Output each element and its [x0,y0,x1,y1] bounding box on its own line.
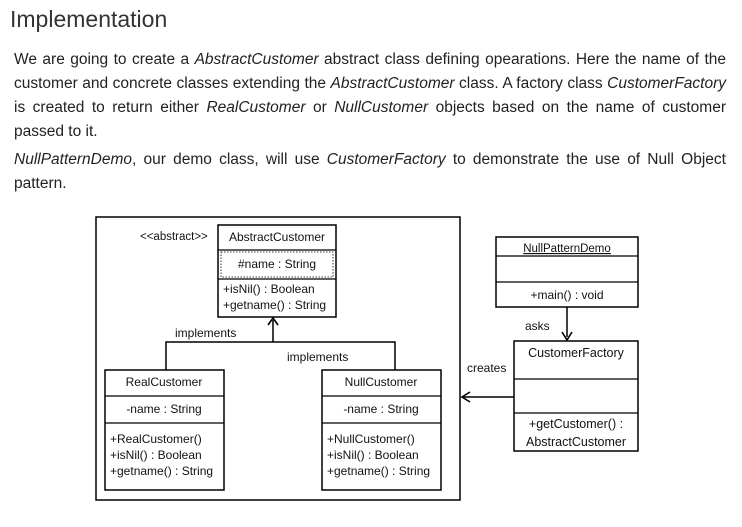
class-name: AbstractCustomer [229,230,325,244]
class-abstract-customer: AbstractCustomer #name : String +isNil()… [217,224,337,318]
class-method: AbstractCustomer [526,435,626,449]
abstract-stereotype: <<abstract>> [140,231,208,243]
class-name: NullCustomer [345,375,418,389]
class-method: +getname() : String [327,464,430,478]
class-name: RealCustomer [126,375,203,389]
class-method: +isNil() : Boolean [110,448,202,462]
package-frame [95,216,461,501]
italic-term: NullPatternDemo [14,151,133,168]
text-run: objects based on the name of customer pa… [14,99,726,140]
text-run: to demonstrate the use of Null Object pa… [14,151,726,192]
implements-label-left: implements [175,326,236,340]
text-run: , our demo class, will use [132,151,327,168]
description-paragraph: We are going to create a AbstractCustome… [14,48,726,144]
class-null-customer: NullCustomer -name : String +NullCustome… [321,369,442,491]
class-customer-factory: CustomerFactory +getCustomer() : Abstrac… [513,340,639,452]
implements-connector-null [273,341,396,370]
class-method: +RealCustomer() [110,432,202,446]
implements-connector-real [165,341,273,370]
italic-term: NullCustomer [334,99,429,116]
class-real-customer: RealCustomer -name : String +RealCustome… [104,369,225,491]
asks-label: asks [525,319,550,333]
text-run: abstract class defining opearations. Her… [14,51,727,92]
class-method: +NullCustomer() [327,432,415,446]
text-run: is created to return either [14,99,207,116]
class-null-pattern-demo: NullPatternDemo +main() : void [495,236,639,308]
italic-term: CustomerFactory [326,151,446,168]
implements-arrowhead [267,316,279,326]
italic-term: RealCustomer [206,99,306,116]
class-attribute: #name : String [238,257,316,271]
class-method: +isNil() : Boolean [223,282,315,296]
page-heading: Implementation [10,6,168,32]
class-method: +isNil() : Boolean [327,448,419,462]
class-attribute: -name : String [343,402,418,416]
text-run: We are going to create a [14,51,195,68]
creates-arrowhead [460,391,471,403]
asks-arrowhead [561,331,573,342]
class-name: CustomerFactory [528,346,625,360]
italic-term: CustomerFactory [607,75,727,92]
class-method: +getname() : String [223,298,326,312]
implements-label-right: implements [287,350,348,364]
demo-paragraph: NullPatternDemo, our demo class, will us… [14,148,726,196]
italic-term: AbstractCustomer [330,75,455,92]
text-run: class. A factory class [454,75,608,92]
class-name: NullPatternDemo [523,243,611,255]
italic-term: AbstractCustomer [194,51,319,68]
class-method: +getname() : String [110,464,213,478]
text-run: or [305,99,335,116]
class-method: +getCustomer() : [529,417,623,431]
class-method: +main() : void [530,288,603,302]
creates-label: creates [467,361,506,375]
class-attribute: -name : String [126,402,201,416]
